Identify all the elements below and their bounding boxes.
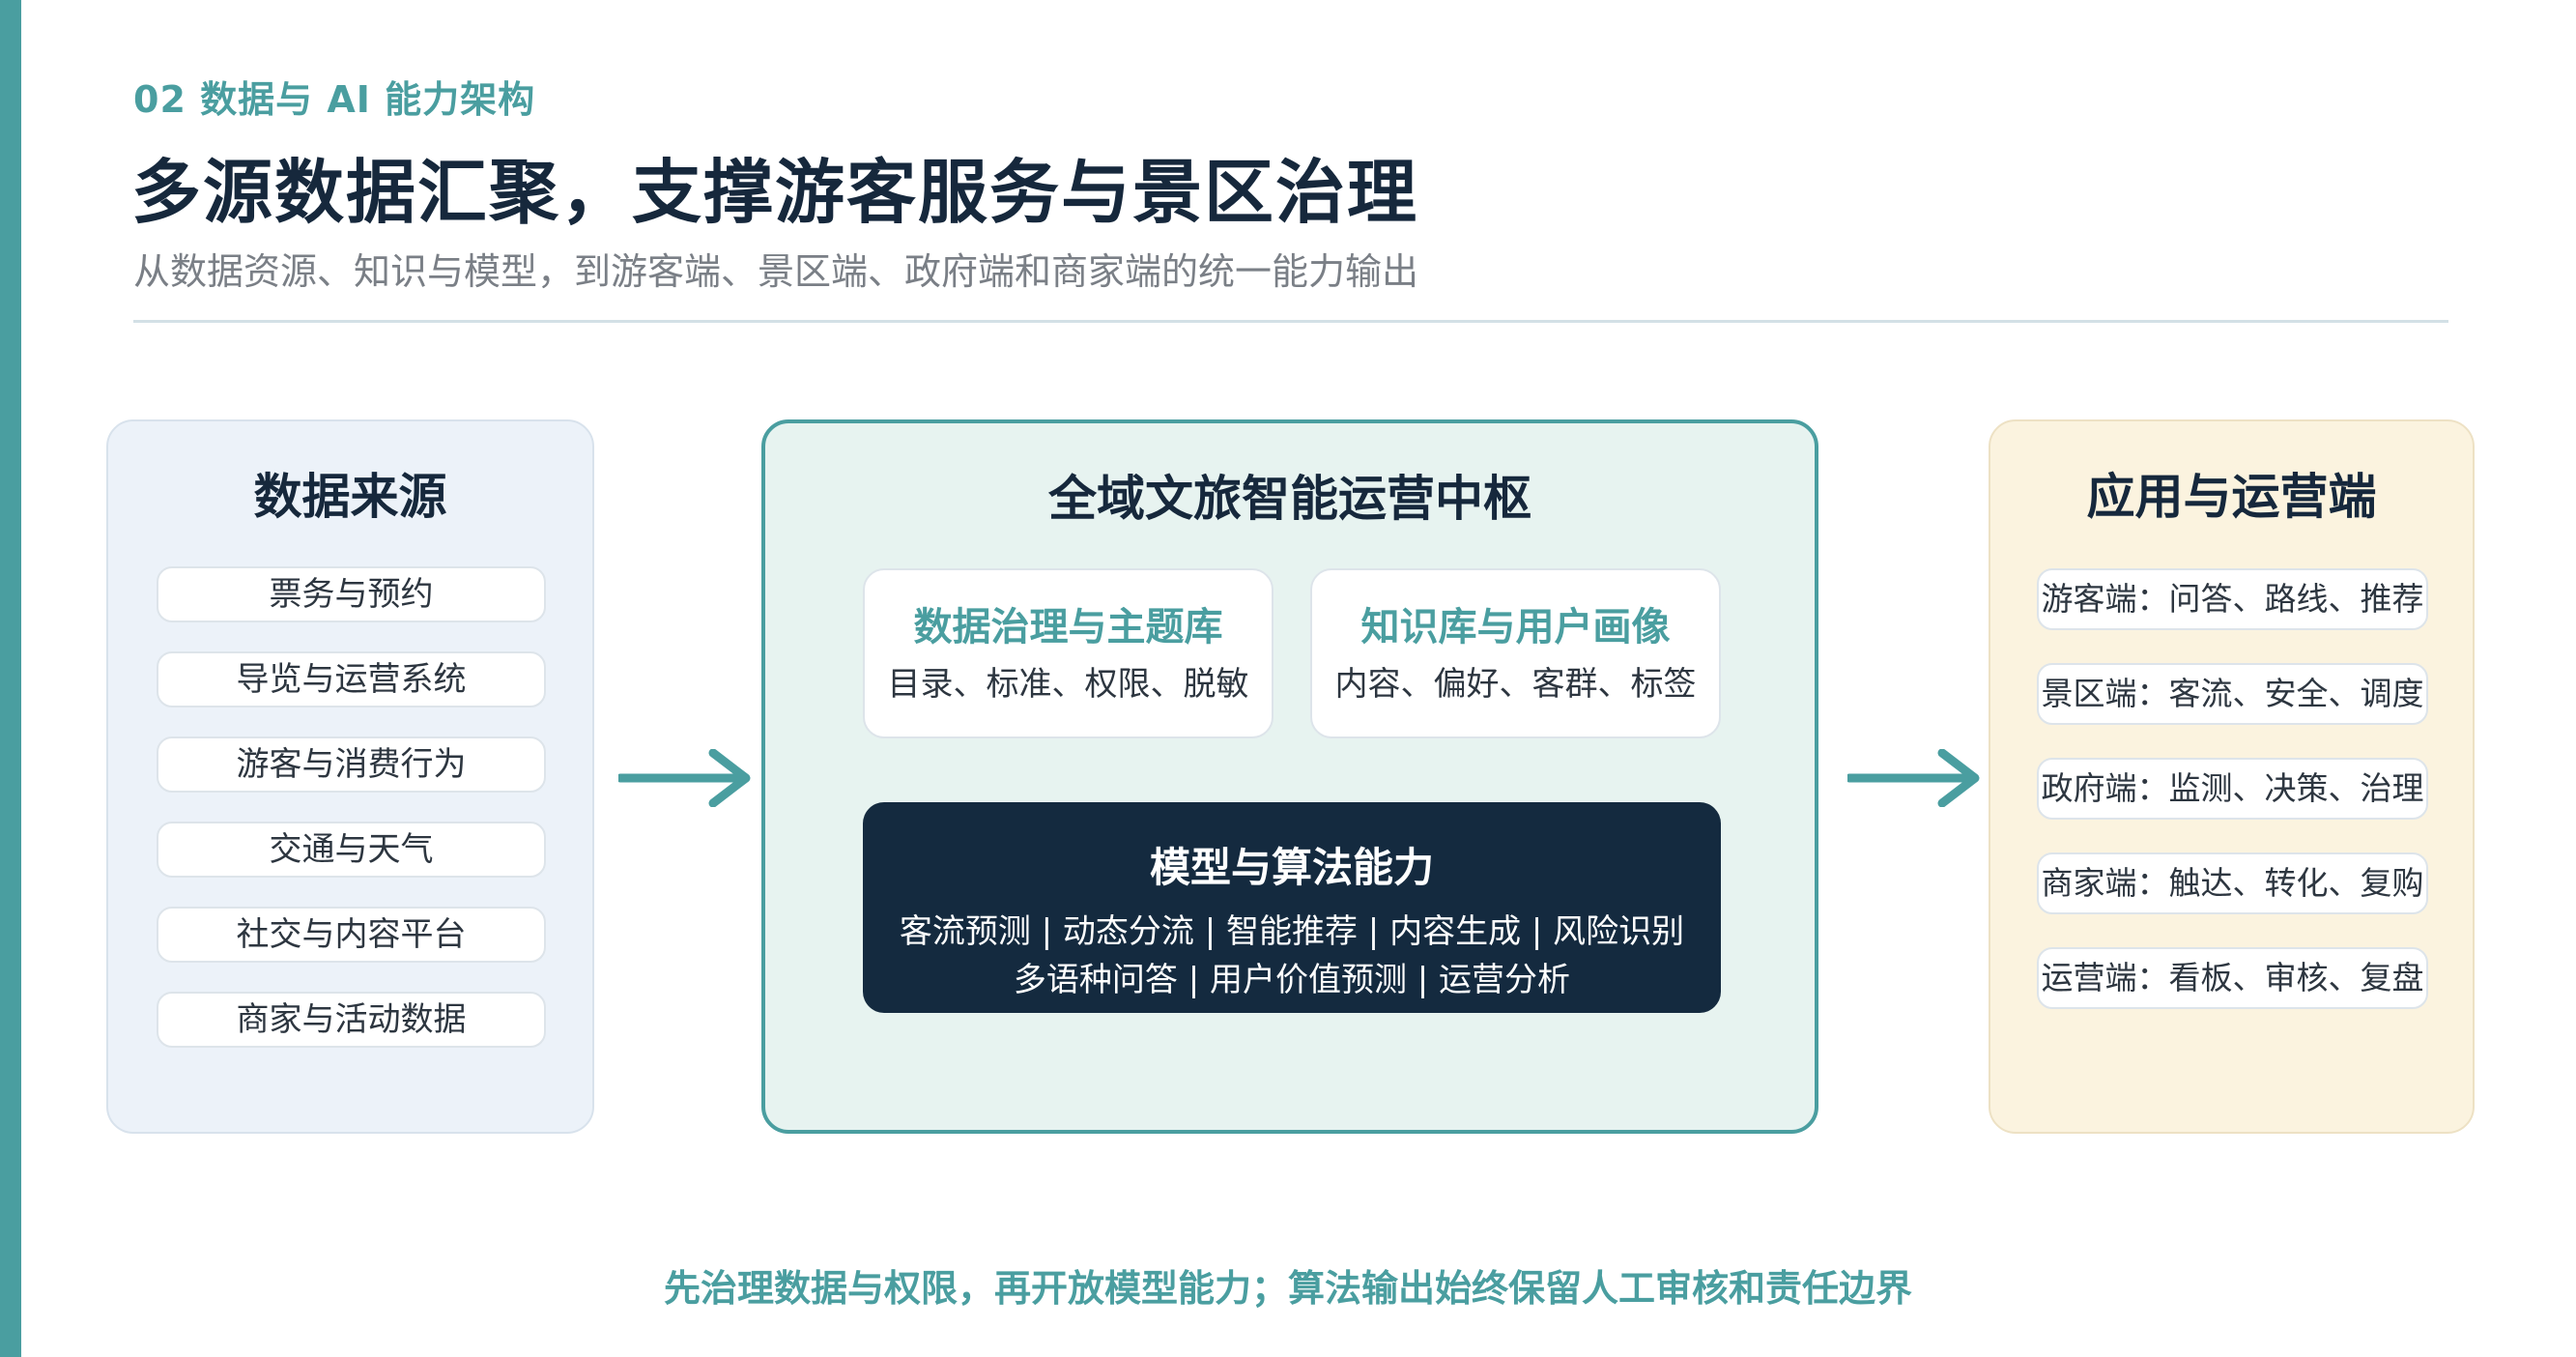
card-title: 知识库与用户画像 bbox=[1360, 605, 1671, 650]
hub-panel: 全域文旅智能运营中枢 数据治理与主题库 目录、标准、权限、脱敏 知识库与用户画像… bbox=[761, 419, 1818, 1134]
applications-panel: 应用与运营端 游客端：问答、路线、推荐 景区端：客流、安全、调度 政府端：监测、… bbox=[1989, 419, 2475, 1134]
card-body: 内容、偏好、客群、标签 bbox=[1334, 665, 1697, 704]
card-title: 数据治理与主题库 bbox=[913, 605, 1223, 650]
data-sources-panel: 数据来源 票务与预约 导览与运营系统 游客与消费行为 交通与天气 社交与内容平台… bbox=[106, 419, 594, 1134]
application-item: 景区端：客流、安全、调度 bbox=[2037, 663, 2428, 725]
data-sources-title: 数据来源 bbox=[253, 469, 447, 525]
accent-stripe bbox=[0, 0, 21, 1357]
source-item: 社交与内容平台 bbox=[157, 907, 546, 963]
page-subtitle: 从数据资源、知识与模型，到游客端、景区端、政府端和商家端的统一能力输出 bbox=[133, 250, 1419, 293]
source-item: 交通与天气 bbox=[157, 822, 546, 878]
card-body: 目录、标准、权限、脱敏 bbox=[887, 665, 1249, 704]
model-algorithm-card: 模型与算法能力 客流预测 | 动态分流 | 智能推荐 | 内容生成 | 风险识别… bbox=[863, 802, 1721, 1013]
application-item: 政府端：监测、决策、治理 bbox=[2037, 758, 2428, 820]
source-item: 游客与消费行为 bbox=[157, 736, 546, 793]
model-capabilities-line-1: 客流预测 | 动态分流 | 智能推荐 | 内容生成 | 风险识别 bbox=[899, 912, 1685, 951]
flow-arrow-icon bbox=[1847, 749, 1980, 807]
source-item: 票务与预约 bbox=[157, 566, 546, 622]
source-item: 商家与活动数据 bbox=[157, 992, 546, 1048]
application-item: 商家端：触达、转化、复购 bbox=[2037, 852, 2428, 914]
flow-arrow-icon bbox=[618, 749, 751, 807]
section-label: 02 数据与 AI 能力架构 bbox=[133, 78, 536, 121]
hub-title: 全域文旅智能运营中枢 bbox=[1048, 471, 1531, 527]
model-title: 模型与算法能力 bbox=[1149, 844, 1434, 891]
source-item: 导览与运营系统 bbox=[157, 651, 546, 707]
page-title: 多源数据汇聚，支撑游客服务与景区治理 bbox=[131, 152, 1419, 233]
data-governance-card: 数据治理与主题库 目录、标准、权限、脱敏 bbox=[863, 568, 1274, 738]
divider bbox=[133, 320, 2448, 323]
applications-title: 应用与运营端 bbox=[2086, 469, 2377, 525]
footer-note: 先治理数据与权限，再开放模型能力；算法输出始终保留人工审核和责任边界 bbox=[663, 1267, 1912, 1310]
application-item: 运营端：看板、审核、复盘 bbox=[2037, 947, 2428, 1009]
application-item: 游客端：问答、路线、推荐 bbox=[2037, 568, 2428, 630]
model-capabilities-line-2: 多语种问答 | 用户价值预测 | 运营分析 bbox=[1013, 961, 1571, 999]
knowledge-base-card: 知识库与用户画像 内容、偏好、客群、标签 bbox=[1310, 568, 1721, 738]
